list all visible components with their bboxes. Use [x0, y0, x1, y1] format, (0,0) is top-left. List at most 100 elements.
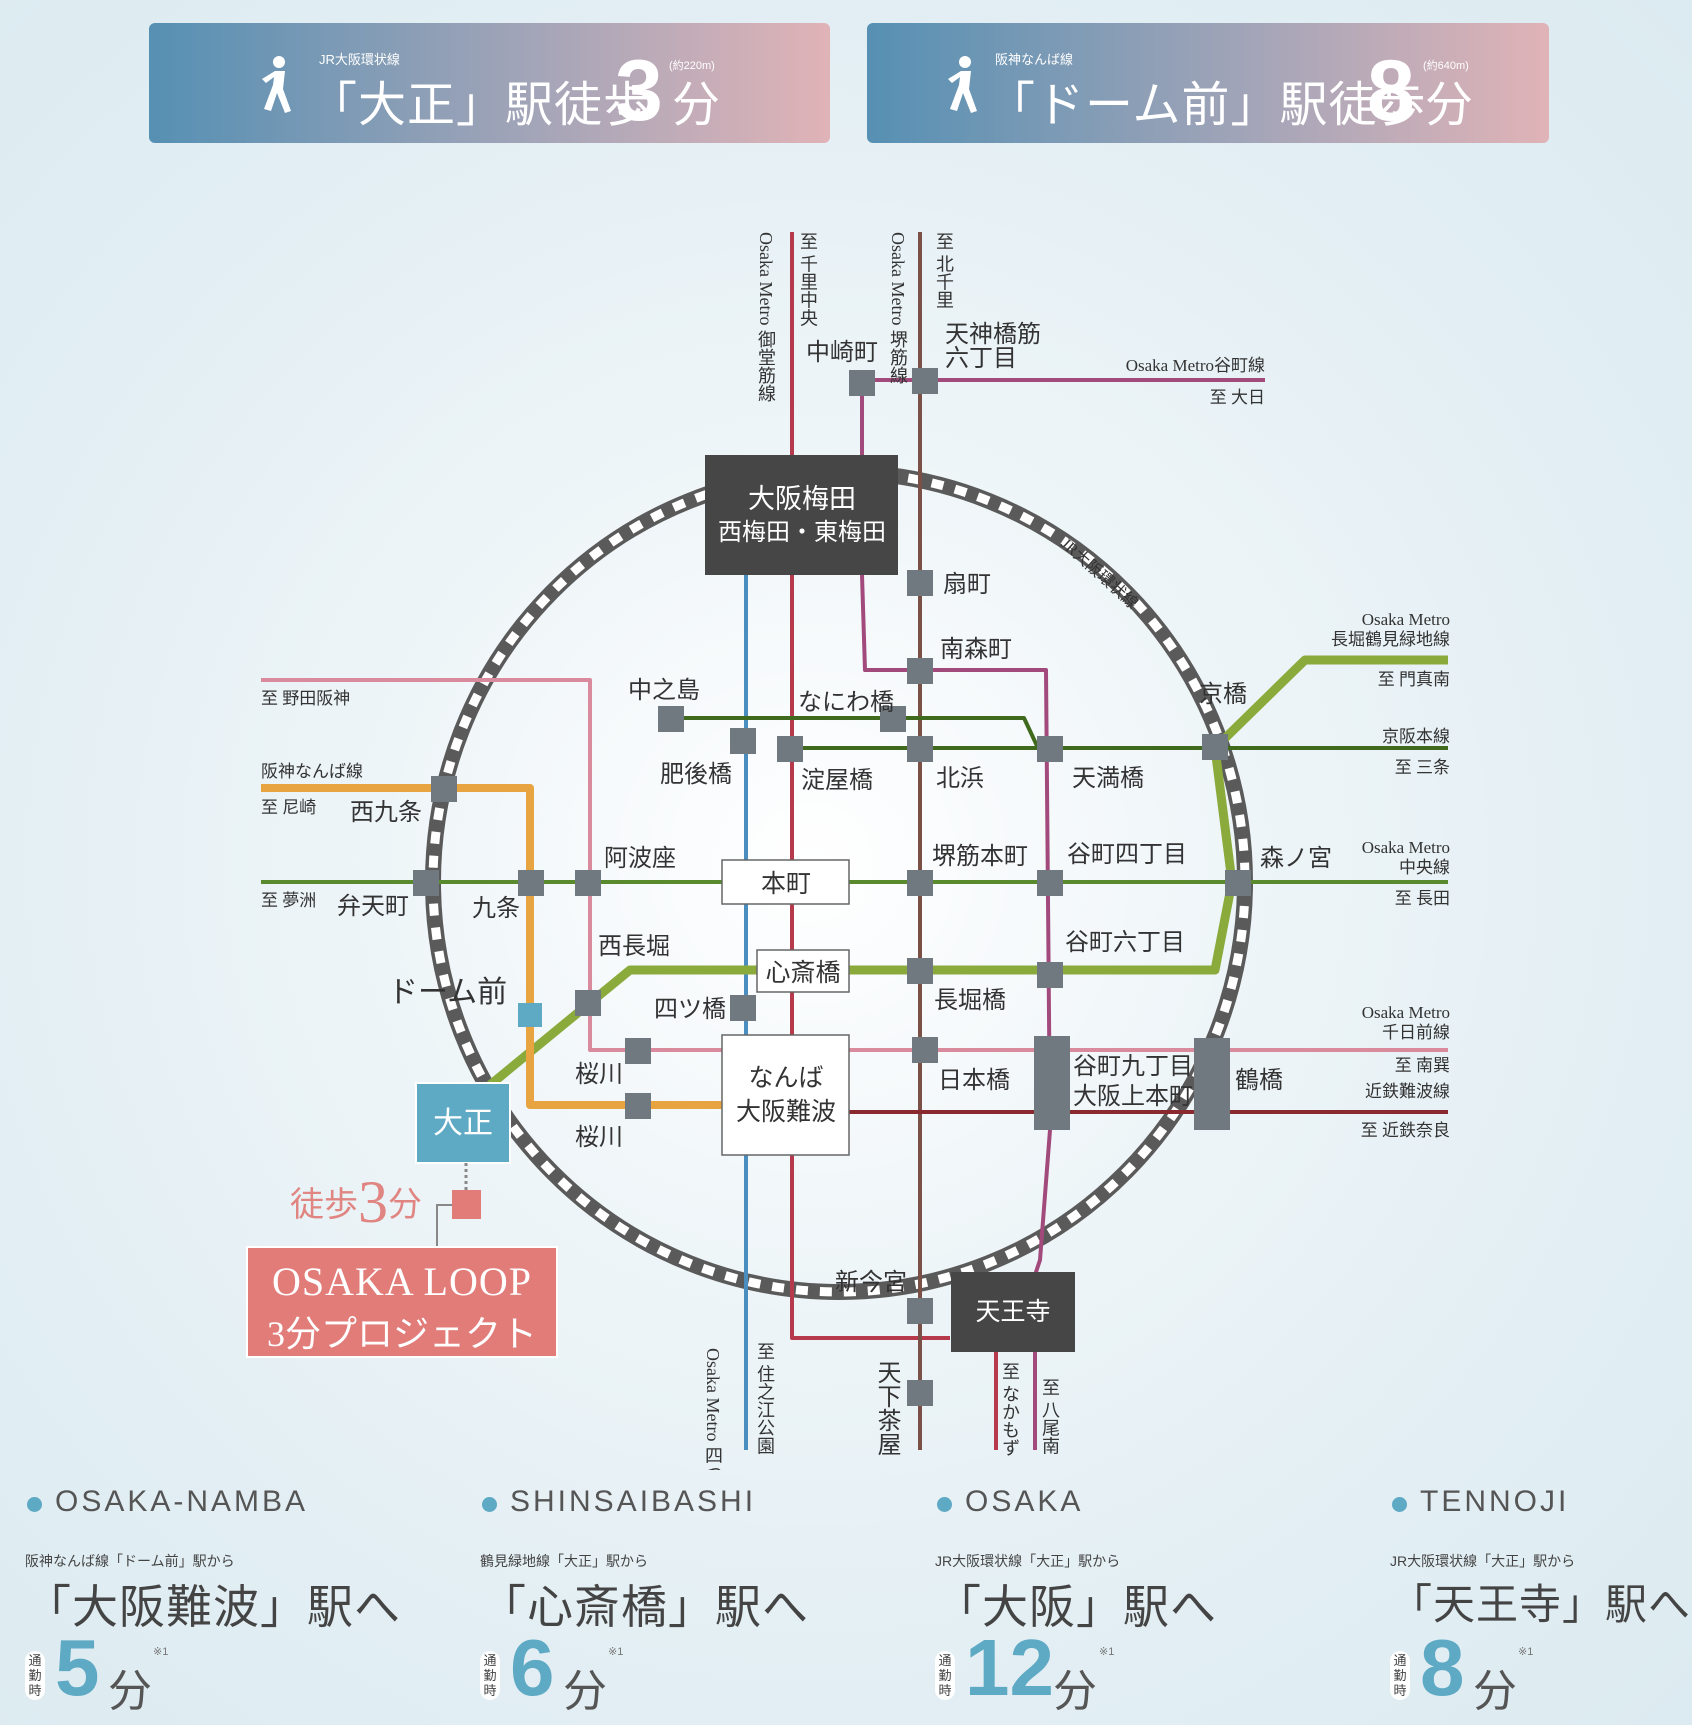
label-sakaisuji-dest: 至 北千里: [934, 232, 954, 309]
label-sakaisuji-line: Osaka Metro 堺筋線: [888, 232, 908, 384]
label-nipponbashi: 日本橋: [938, 1067, 1010, 1094]
label-midosuji-line: Osaka Metro 御堂筋線: [756, 232, 776, 402]
footer-osaka: OSAKA JR大阪環状線「大正」駅から 「大阪」駅へ 通勤時 12 分 ※1: [935, 1485, 1355, 1716]
walk-label-minutes: 3: [358, 1169, 388, 1235]
station-tanimachi9: [1034, 1036, 1070, 1130]
banner-distance: (約220m): [669, 60, 715, 72]
label-nakamozu-dest: 至 なかもず: [1000, 1362, 1020, 1457]
area-name: TENNOJI: [1420, 1485, 1570, 1518]
station-tanimachi6: [1037, 962, 1063, 988]
label-domemae: ドーム前: [388, 976, 507, 1009]
label-sakuragawa-b: 桜川: [575, 1124, 623, 1151]
label-tengachaya-vertical: 天下茶屋: [873, 1360, 901, 1456]
route-via: JR大阪環状線「大正」駅から: [1390, 1553, 1576, 1569]
bullet-dot: [482, 1497, 497, 1512]
area-name: OSAKA-NAMBA: [55, 1485, 309, 1518]
label-sennichimae-line-1: Osaka Metro: [1362, 1003, 1450, 1022]
station-higobashi: [730, 728, 756, 754]
label-sakaisuji-honmachi: 堺筋本町: [932, 843, 1028, 870]
banner-unit: 分: [672, 79, 721, 132]
project-title: OSAKA LOOP: [271, 1259, 533, 1304]
station-nipponbashi: [912, 1037, 938, 1063]
label-tennoji: 天王寺: [975, 1298, 1050, 1326]
label-midosuji-dest: 至 千里中央: [798, 232, 818, 327]
label-umeda-2: 西梅田・東梅田: [718, 519, 886, 546]
banner-domemae: 阪神なんば線 「ドーム前」駅徒歩 8 分 (約640m): [867, 23, 1549, 143]
station-naniwabashi: [880, 706, 906, 732]
label-namba-1: なんば: [748, 1064, 823, 1092]
route-minutes: 12: [965, 1623, 1054, 1712]
station-shinimamiya: [907, 1298, 933, 1324]
label-hanshin-line: 阪神なんば線: [261, 762, 363, 781]
route-dest: 「天王寺」駅へ: [1390, 1581, 1692, 1628]
label-tanimachi9-1: 谷町九丁目: [1073, 1053, 1193, 1080]
commute-badge: 通勤時: [935, 1651, 955, 1700]
label-tenjinbashi-2: 六丁目: [945, 345, 1017, 372]
label-namba-2: 大阪難波: [736, 1098, 836, 1126]
label-yotsubashi-line: Osaka Metro 四つ橋線: [703, 1348, 723, 1470]
label-nagahoribashi: 長堀橋: [934, 987, 1006, 1014]
label-bentencho: 弁天町: [337, 893, 409, 920]
tanimachi-line: [860, 378, 1265, 455]
label-nishikujo: 西九条: [350, 799, 422, 826]
label-sennichimae-line-2: 千日前線: [1382, 1023, 1450, 1042]
label-naniwabashi: なにわ橋: [798, 689, 894, 716]
label-sennichimae-dest: 至 南巽: [1395, 1056, 1450, 1075]
route-dest: 「心斎橋」駅へ: [480, 1581, 809, 1633]
station-taisho: [415, 1082, 511, 1164]
label-nagahori-line-1: Osaka Metro: [1362, 610, 1450, 629]
station-tanimachi4: [1037, 870, 1063, 896]
area-name: OSAKA: [965, 1485, 1084, 1518]
walk-label: 徒歩3分: [290, 1168, 422, 1237]
label-awaza: 阿波座: [604, 845, 676, 872]
station-nishikujo: [431, 776, 457, 802]
commute-badge: 通勤時: [1390, 1651, 1410, 1700]
bullet-dot: [27, 1497, 42, 1512]
commute-badge: 通勤時: [25, 1651, 45, 1700]
label-nakazakicho: 中崎町: [806, 339, 878, 366]
station-kujo: [518, 870, 544, 896]
tanimachi-line-south: [860, 574, 1052, 1291]
station-nagahoribashi: [907, 958, 933, 984]
commute-text: 通勤時: [483, 1653, 497, 1698]
route-via: JR大阪環状線「大正」駅から: [935, 1553, 1121, 1569]
commute-text: 通勤時: [1393, 1653, 1407, 1698]
commute-text: 通勤時: [938, 1653, 952, 1698]
route-dest: 「大阪」駅へ: [935, 1581, 1217, 1633]
label-tanimachi9-2: 大阪上本町: [1073, 1083, 1193, 1110]
station-kyobashi: [1202, 734, 1228, 760]
station-nakanoshima: [658, 706, 684, 732]
label-tsuruhashi: 鶴橋: [1235, 1067, 1283, 1094]
label-minamimorimachi: 南森町: [940, 636, 1012, 663]
station-kitahama: [907, 736, 933, 762]
banner-line-label: JR大阪環状線: [319, 52, 400, 67]
label-nagahori-line-2: 長堀鶴見緑地線: [1331, 630, 1450, 649]
label-ogimachi: 扇町: [943, 571, 991, 598]
commute-text: 通勤時: [28, 1653, 42, 1698]
walker-icon: [262, 56, 291, 113]
banner-line-label: 阪神なんば線: [995, 52, 1074, 67]
sennichimae-line: [261, 678, 1448, 1052]
route-minutes: 8: [1420, 1623, 1465, 1712]
label-chuo-line-1: Osaka Metro: [1362, 838, 1450, 857]
route-note: ※1: [1518, 1646, 1534, 1658]
label-keihan-line: 京阪本線: [1382, 727, 1450, 746]
station-domemae: [518, 1003, 542, 1027]
station-nishinagahori: [575, 990, 601, 1016]
route-unit: 分: [108, 1667, 152, 1716]
route-via: 阪神なんば線「ドーム前」駅から: [25, 1553, 235, 1569]
banner-distance: (約640m): [1423, 60, 1469, 72]
banner-minutes: 8: [1367, 43, 1415, 139]
label-shinsaibashi: 心斎橋: [765, 959, 840, 987]
banner-station: 「ドーム前」駅徒歩: [987, 79, 1427, 132]
station-tenmabashi: [1037, 736, 1063, 762]
label-kintetsu-line: 近鉄難波線: [1365, 1082, 1450, 1101]
label-loop-line: JR大阪環状線: [1057, 535, 1141, 613]
station-nakazakicho: [849, 370, 875, 396]
station-morinomiya: [1225, 870, 1251, 896]
label-tenjinbashi-1: 天神橋筋: [945, 321, 1041, 348]
area-name: SHINSAIBASHI: [510, 1485, 757, 1518]
project-subtitle: 3分プロジェクト: [266, 1314, 537, 1354]
banner-taisho: JR大阪環状線 「大正」駅徒歩 3 分 (約220m): [149, 23, 830, 143]
label-taisho: 大正: [433, 1107, 493, 1140]
